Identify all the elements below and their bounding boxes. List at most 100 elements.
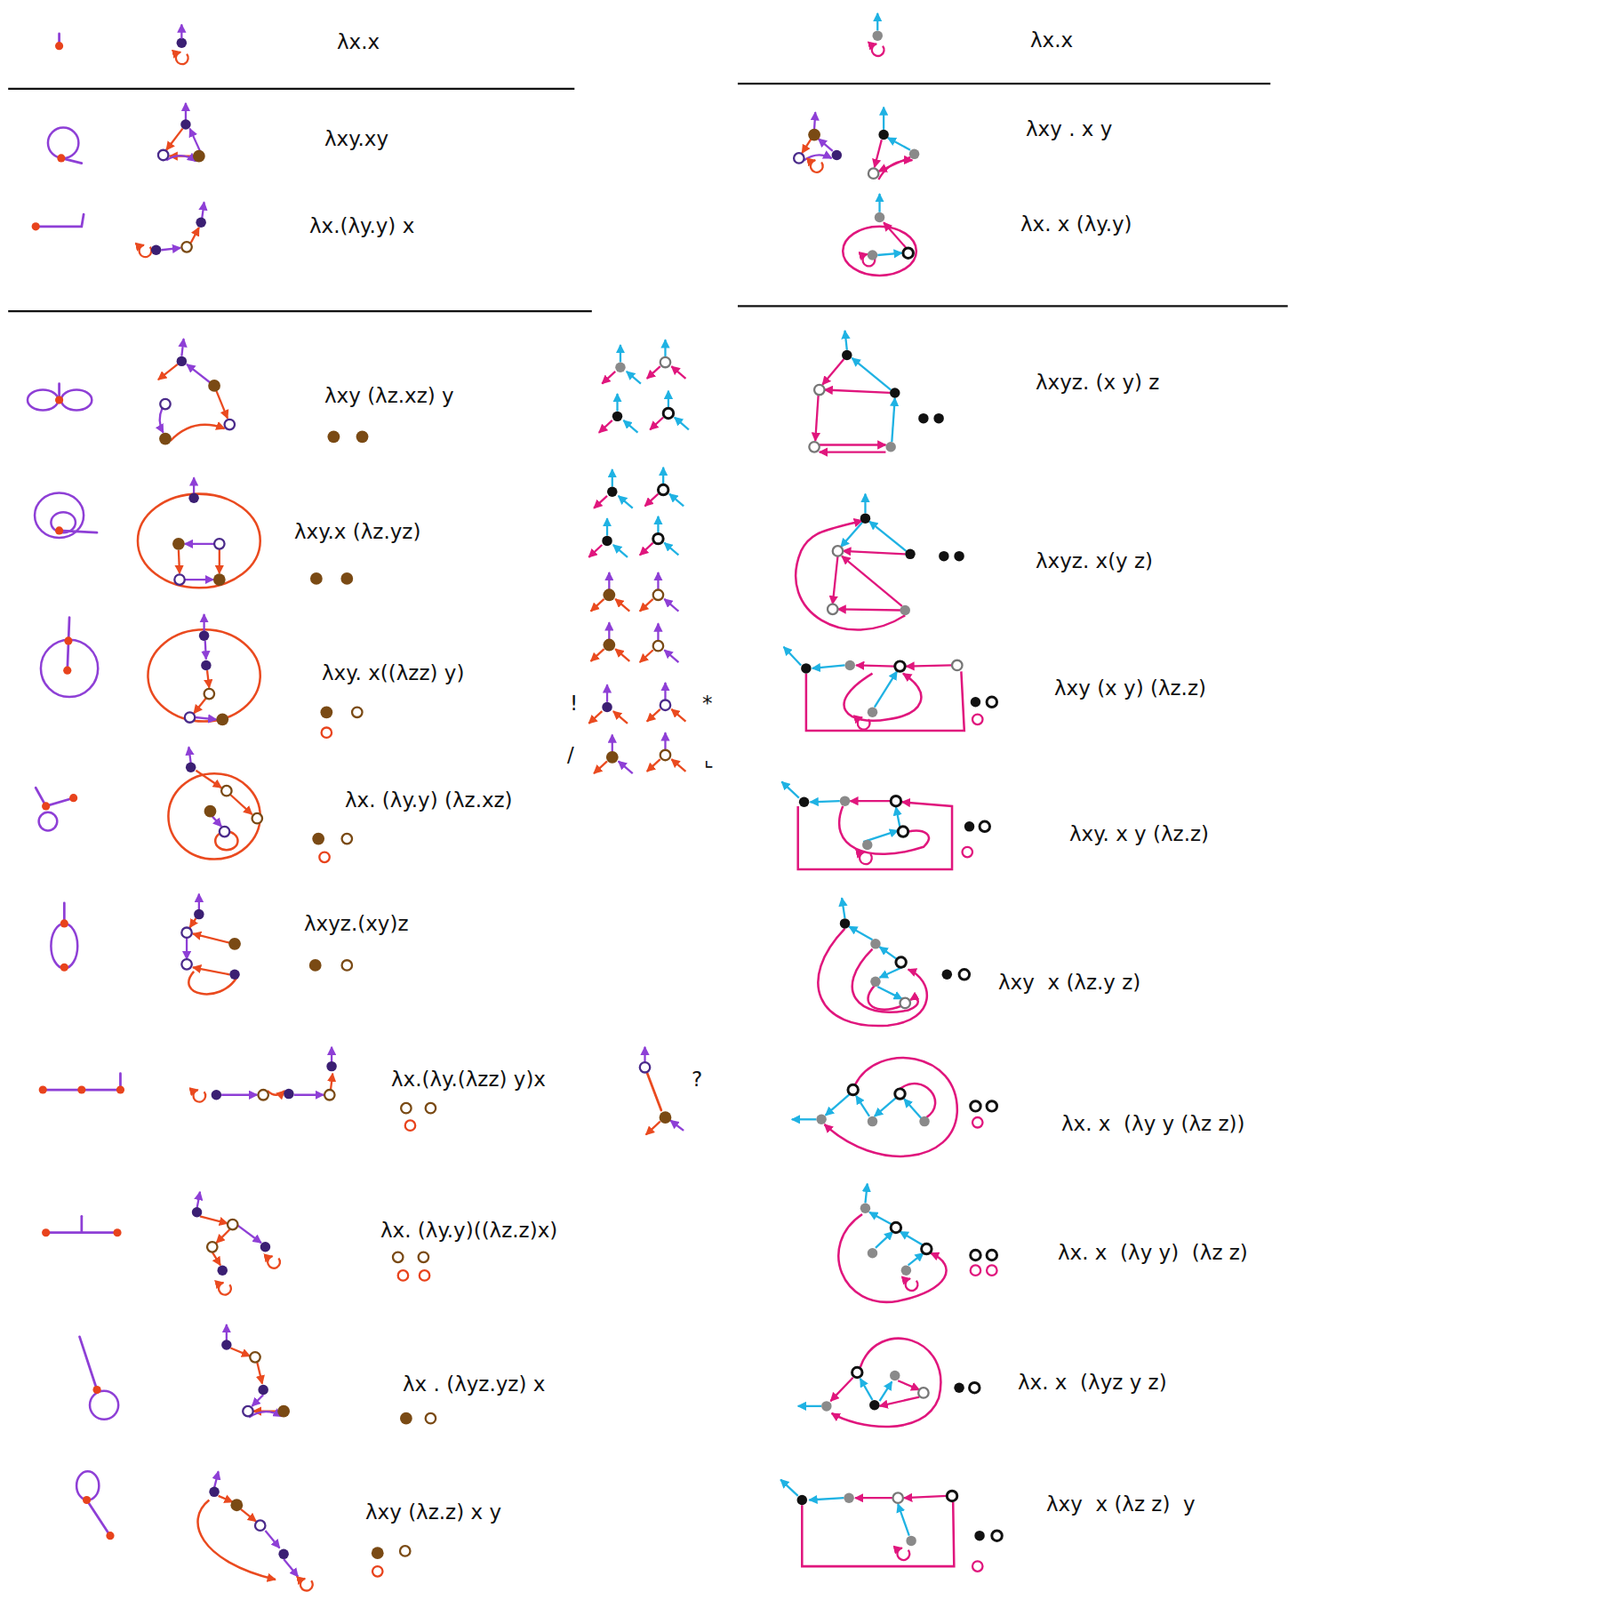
dart-arrow [606,684,608,703]
dart-arrow [237,1225,261,1244]
dart-arrow [664,339,666,358]
vertex-ring [400,1545,410,1556]
lambda-term: λx.(λy.y) x [309,214,415,240]
dart-arrow [845,330,848,351]
lambda-term: λx.x [1030,28,1073,54]
dart-arrow [193,697,207,713]
dart-arrow [667,391,670,409]
dart-arrow [201,201,204,218]
dart-arrow [784,647,802,666]
vertex-dot [41,801,50,810]
dart-arrow [647,759,661,772]
vertex-ring [160,399,170,409]
vertex-ring [979,821,990,832]
note-symbol: * [702,691,713,717]
dart-arrow [267,1090,286,1096]
map-curve [817,928,927,1026]
vertex-ring [959,969,969,980]
vertex-ring [257,1089,268,1100]
dart-arrow [880,946,898,960]
loop-arrow [810,160,824,173]
lambda-term: λx.(λy.(λzz) y)x [391,1067,546,1093]
vertex-dot [283,1088,294,1099]
dart-arrow [608,572,610,591]
map-edge [80,1216,83,1232]
dart-arrow [166,128,183,151]
vertex-ring [174,574,184,584]
vertex-dot [229,969,240,980]
vertex-dot [82,1496,91,1504]
dart-arrow [230,794,252,815]
dart-arrow [656,516,659,535]
map-curve [801,1502,954,1567]
dart-arrow [671,709,686,722]
vertex-ring [897,826,908,837]
vertex-dot [278,1549,288,1560]
dart-arrow [649,417,664,431]
dart-arrow [908,1253,924,1266]
vertex-dot [832,150,842,160]
vertex-dot [200,660,211,671]
map-edge [35,787,73,807]
dart-arrow [218,1496,233,1503]
map-loop [50,923,78,969]
dart-arrow [640,543,654,556]
map-curve [868,985,902,1010]
vertex-dot [602,588,616,601]
dart-arrow [611,735,614,753]
dart-arrow [591,648,605,662]
dart-arrow [160,408,164,433]
vertex-ring [392,1252,403,1263]
dart-arrow [330,1047,333,1063]
vertex-dot [797,1495,808,1505]
separator-line [8,310,592,312]
vertex-dot [606,751,619,764]
dart-arrow [192,933,230,943]
dart-arrow [184,578,214,581]
note-symbol: ? [691,1067,703,1093]
dart-arrow [852,358,892,391]
vertex-dot [601,702,612,712]
dart-arrow [856,664,896,666]
vertex-ring [660,700,671,711]
vertex-dot [800,663,811,673]
dart-arrow [616,393,618,412]
dart-arrow [230,1347,250,1356]
dart-arrow [824,390,890,393]
vertex-dot [371,1546,384,1560]
vertex-dot [213,573,226,586]
vertex-ring [184,712,195,722]
vertex-ring [653,640,664,651]
dart-arrow [160,248,181,250]
dart-arrow [588,544,602,558]
map-edge [87,1500,111,1536]
dart-arrow [878,157,911,172]
dart-arrow [191,227,200,243]
dart-arrow [190,128,200,152]
vertex-dot [872,30,883,40]
dart-arrow [640,649,654,663]
dart-arrow [880,1381,893,1401]
dart-arrow [876,13,879,32]
dart-arrow [874,139,882,168]
vertex-dot [221,1339,232,1350]
vertex-dot [964,821,975,832]
dart-arrow [216,1229,230,1243]
dart-arrow [170,424,225,441]
vertex-dot [953,551,964,561]
dart-arrow [888,137,911,151]
vertex-dot [327,430,340,443]
dart-arrow [200,1216,228,1224]
vertex-ring [242,1406,253,1416]
dart-arrow [864,1184,867,1204]
vertex-ring [342,960,352,970]
loop-arrow [192,1089,206,1103]
vertex-dot [602,639,616,652]
dart-arrow [611,469,614,488]
dart-arrow [664,649,679,663]
dart-arrow [599,420,613,433]
vertex-dot [199,630,209,640]
vertex-dot [228,937,241,951]
dart-arrow [883,222,906,248]
vertex-dot [970,696,981,707]
